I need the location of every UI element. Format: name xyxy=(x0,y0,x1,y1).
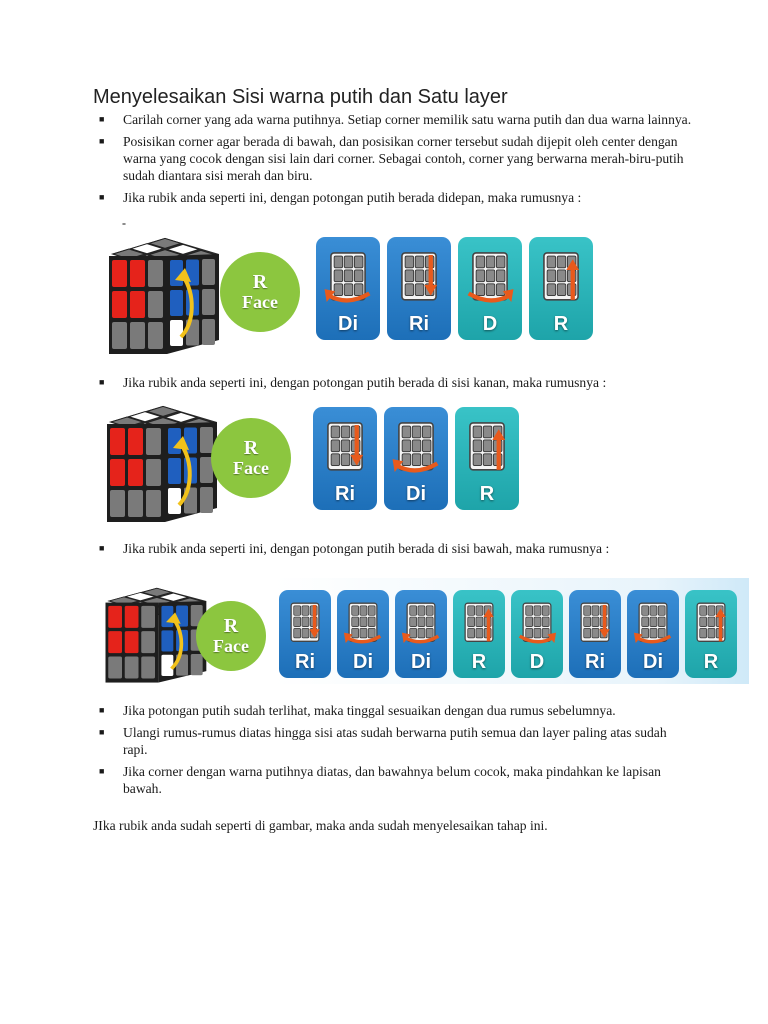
rotate-bottom-right-icon xyxy=(518,602,557,644)
move-tile: R xyxy=(453,590,505,678)
move-tile: Di xyxy=(316,237,380,340)
move-label: Ri xyxy=(585,651,605,673)
move-tile: Ri xyxy=(387,237,451,340)
move-sequence-side: Ri Di R xyxy=(313,407,519,510)
move-label: Di xyxy=(411,651,431,673)
list-item: ■Jika corner dengan warna putihnya diata… xyxy=(99,764,661,796)
rotate-bottom-right-icon xyxy=(467,252,514,303)
list-item: ■Jika rubik anda seperti ini, dengan pot… xyxy=(99,541,610,556)
rubik-cube-image xyxy=(109,237,219,354)
arrow-up-icon xyxy=(543,252,580,301)
move-sequence-front: Di Ri D R xyxy=(316,237,593,340)
move-tile: Ri xyxy=(569,590,621,678)
bullet-square-icon: ■ xyxy=(99,192,105,202)
bullet-square-icon: ■ xyxy=(99,377,105,387)
move-tile: Di xyxy=(337,590,389,678)
arrow-down-icon xyxy=(580,602,610,642)
rotate-bottom-left-icon xyxy=(633,602,672,644)
list-item: ■Carilah corner yang ada warna putihnya.… xyxy=(99,112,692,127)
move-label: R xyxy=(471,651,487,673)
list-item: ■Ulangi rumus-rumus diatas hingga sisi a… xyxy=(99,725,667,757)
arrow-down-icon xyxy=(327,422,364,471)
arrow-down-icon xyxy=(290,602,320,642)
rotate-bottom-left-icon xyxy=(343,602,382,644)
move-tile: Di xyxy=(395,590,447,678)
rubik-cube-image xyxy=(107,405,217,522)
rotate-bottom-left-icon xyxy=(401,602,440,644)
bullet-square-icon: ■ xyxy=(99,114,105,124)
move-label: Di xyxy=(643,651,663,673)
rubik-cube-image xyxy=(105,587,207,683)
move-tile: Ri xyxy=(313,407,377,510)
move-sequence-bottom: Ri Di Di R D Ri Di R xyxy=(279,590,737,678)
move-tile: R xyxy=(455,407,519,510)
move-label: R xyxy=(479,483,495,505)
move-tile: D xyxy=(511,590,563,678)
closing-paragraph: JIka rubik anda sudah seperti di gambar,… xyxy=(93,818,548,833)
bullet-square-icon: ■ xyxy=(99,543,105,553)
arrow-up-icon xyxy=(464,602,494,642)
move-label: Di xyxy=(353,651,373,673)
arrow-down-icon xyxy=(401,252,438,301)
arrow-up-icon xyxy=(696,602,726,642)
move-tile: D xyxy=(458,237,522,340)
move-tile: Ri xyxy=(279,590,331,678)
move-tile: Di xyxy=(384,407,448,510)
stray-mark: - xyxy=(122,216,126,230)
move-label: R xyxy=(703,651,719,673)
move-tile: R xyxy=(685,590,737,678)
move-label: Di xyxy=(406,483,426,505)
list-item: ■Jika potongan putih sudah terlihat, mak… xyxy=(99,703,616,718)
list-item: ■Jika rubik anda seperti ini, dengan pot… xyxy=(99,375,607,390)
bullet-list-side: ■Jika rubik anda seperti ini, dengan pot… xyxy=(93,374,693,396)
move-tile: R xyxy=(529,237,593,340)
move-label: R xyxy=(553,313,569,335)
bullet-list-bottom: ■Jika rubik anda seperti ini, dengan pot… xyxy=(93,540,693,562)
bullet-square-icon: ■ xyxy=(99,705,105,715)
bullet-list-end: ■Jika potongan putih sudah terlihat, mak… xyxy=(93,702,693,802)
bullet-square-icon: ■ xyxy=(99,727,105,737)
list-item: ■Jika rubik anda seperti ini, dengan pot… xyxy=(99,190,582,205)
move-label: Ri xyxy=(295,651,315,673)
rotate-bottom-left-icon xyxy=(324,252,371,303)
move-label: Ri xyxy=(335,483,355,505)
move-tile: Di xyxy=(627,590,679,678)
bullet-square-icon: ■ xyxy=(99,136,105,146)
bullet-list-top: ■Carilah corner yang ada warna putihnya.… xyxy=(93,111,693,211)
rotate-bottom-left-icon xyxy=(392,422,439,473)
move-label: D xyxy=(482,313,498,335)
move-label: Ri xyxy=(409,313,429,335)
list-item: ■Posisikan corner agar berada di bawah, … xyxy=(99,134,684,183)
move-label: D xyxy=(529,651,545,673)
move-label: Di xyxy=(338,313,358,335)
arrow-up-icon xyxy=(469,422,506,471)
page-title: Menyelesaikan Sisi warna putih dan Satu … xyxy=(93,86,508,108)
bullet-square-icon: ■ xyxy=(99,766,105,776)
